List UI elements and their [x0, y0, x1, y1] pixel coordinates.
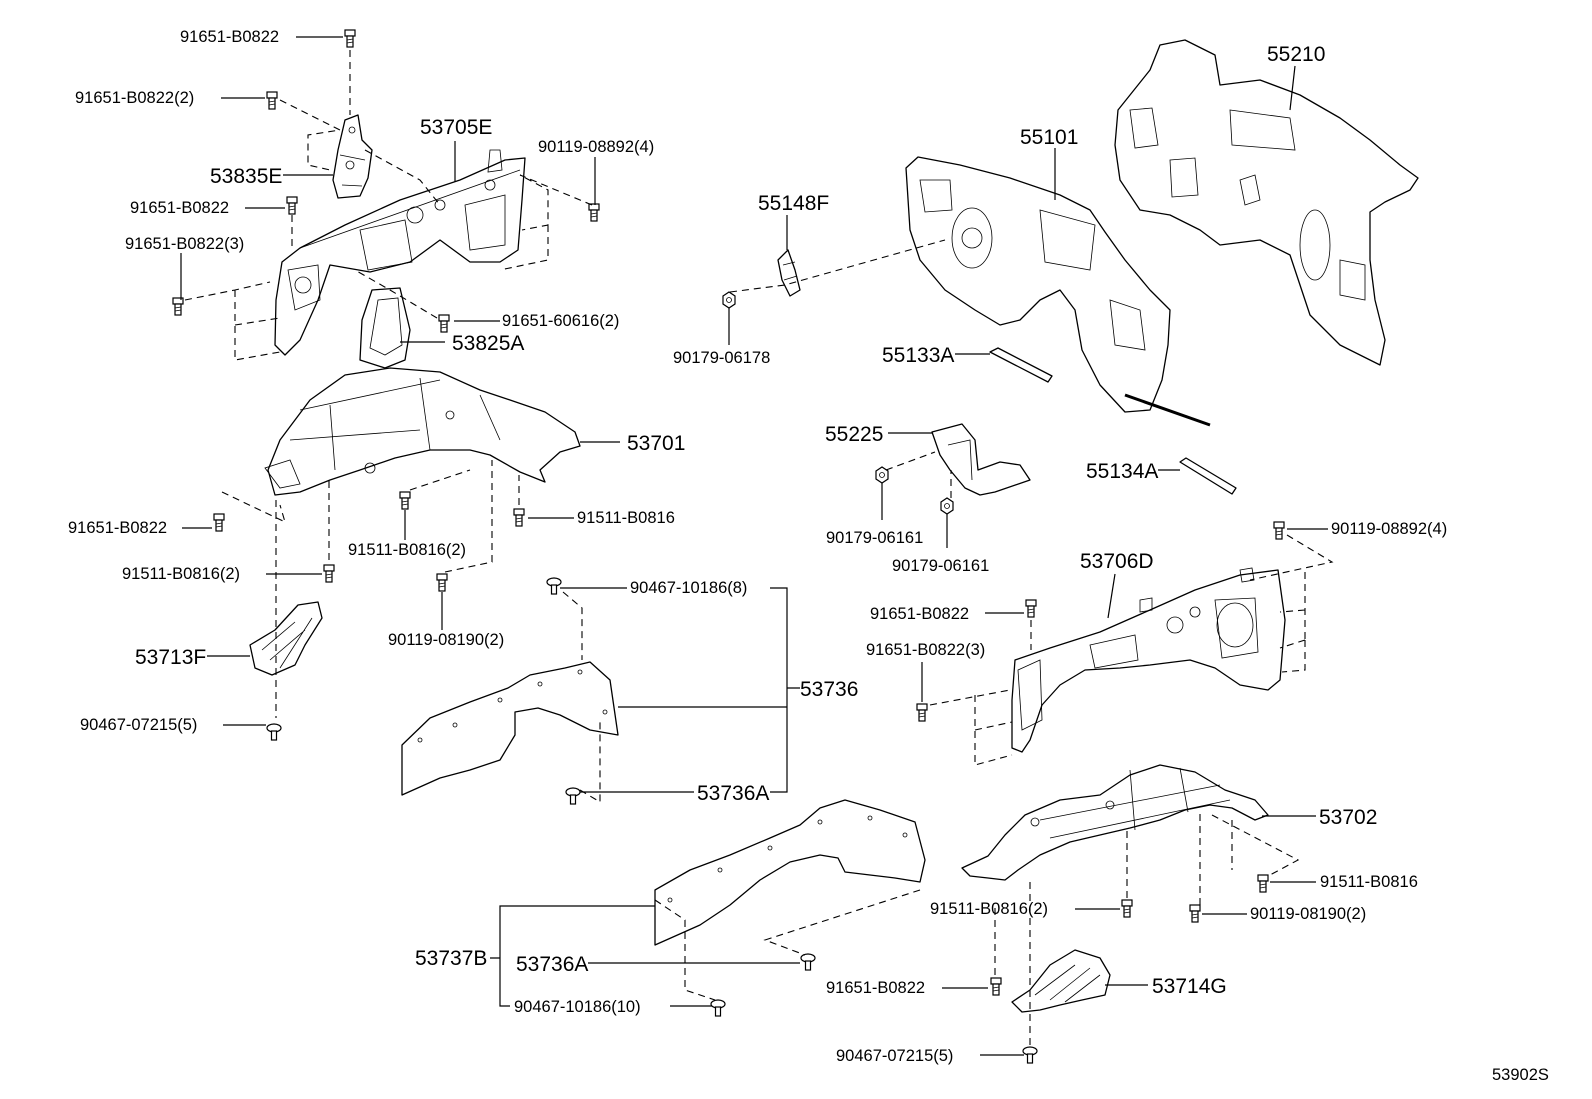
part-number-label: 90179-06178 [673, 349, 770, 367]
part-number-label: 90467-10186(8) [630, 579, 747, 597]
part-number-label: 53706D [1080, 550, 1154, 573]
part-number-label: 90119-08190(2) [388, 631, 504, 649]
part-number-label: 55133A [882, 344, 954, 367]
bolt-icon [1121, 899, 1133, 918]
part-number-label: 53701 [627, 432, 685, 455]
part-55133a-strip [989, 347, 1053, 383]
nut-icon [940, 497, 954, 515]
part-53706d-apron [1011, 567, 1286, 753]
part-number-label: 91511-B0816(2) [122, 565, 240, 583]
part-53736-seal-sheet [401, 661, 619, 796]
part-53701-liner [264, 367, 581, 496]
bolt-icon [588, 203, 600, 222]
bolt-icon [266, 91, 278, 110]
part-number-label: 55225 [825, 423, 883, 446]
part-53713f-shield [249, 601, 323, 676]
part-number-label: 91651-B0822 [130, 199, 229, 217]
part-number-label: 91651-B0822(3) [125, 235, 244, 253]
part-number-label: 91511-B0816(2) [930, 900, 1048, 918]
bolt-icon [990, 977, 1002, 996]
part-number-label: 91511-B0816 [577, 509, 675, 527]
nut-icon [722, 291, 736, 309]
part-55148f-clip [777, 249, 801, 297]
part-number-label: 90119-08190(2) [1250, 905, 1366, 923]
part-number-label: 90119-08892(4) [538, 138, 654, 156]
part-number-label: 91651-B0822 [180, 28, 279, 46]
part-number-label: 53835E [210, 165, 282, 188]
bolt-icon [1273, 521, 1285, 540]
part-number-label: 91651-B0822 [870, 605, 969, 623]
part-number-label: 91651-B0822(3) [866, 641, 985, 659]
part-number-label: 90119-08892(4) [1331, 520, 1447, 538]
part-number-label: 55210 [1267, 43, 1325, 66]
part-55101-insulator [905, 156, 1211, 427]
bolt-icon [172, 297, 184, 316]
part-number-label: 55148F [758, 192, 829, 215]
part-55225-bracket [931, 423, 1031, 496]
bolt-icon [323, 564, 335, 583]
part-number-label: 53736A [697, 782, 769, 805]
part-number-label: 91651-60616(2) [502, 312, 619, 330]
part-53737b-seal-sheet [654, 799, 926, 946]
part-number-label: 90467-10186(10) [514, 998, 641, 1016]
bolt-icon [399, 491, 411, 510]
part-53835e-bracket [332, 114, 373, 199]
clip-icon [266, 723, 282, 741]
bolt-icon [436, 573, 448, 592]
part-55134a-strip [1179, 457, 1237, 495]
bolt-icon [438, 314, 450, 333]
part-53825a-seal [359, 287, 411, 369]
part-number-label: 53736 [800, 678, 858, 701]
part-number-label: 90179-06161 [892, 557, 989, 575]
part-number-label: 91511-B0816 [1320, 873, 1418, 891]
part-number-label: 53702 [1319, 806, 1377, 829]
part-55210-silencer [1114, 39, 1419, 366]
part-number-label: 90467-07215(5) [836, 1047, 953, 1065]
part-number-label: 90179-06161 [826, 529, 923, 547]
clip-icon [1022, 1046, 1038, 1064]
bolt-icon [286, 196, 298, 215]
part-number-label: 53705E [420, 116, 492, 139]
bolt-icon [1257, 874, 1269, 893]
part-number-label: 53737B [415, 947, 487, 970]
part-number-label: 53714G [1152, 975, 1227, 998]
part-labels: 91651-B0822 91651-B0822(2) 53705E 90119-… [68, 28, 1549, 1084]
part-number-label: 90467-07215(5) [80, 716, 197, 734]
part-53705e-apron [274, 149, 526, 356]
part-number-label: 55101 [1020, 126, 1078, 149]
part-number-label: 53713F [135, 646, 206, 669]
bolt-icon [916, 703, 928, 722]
part-53714g-shield [1011, 949, 1111, 1013]
bolt-icon [1189, 904, 1201, 923]
bolt-icon [1025, 599, 1037, 618]
clip-icon [800, 953, 816, 971]
part-number-label: 55134A [1086, 460, 1158, 483]
assembly-lines [184, 50, 1334, 1045]
part-number-label: 91651-B0822 [826, 979, 925, 997]
clip-icon [710, 999, 726, 1017]
bolt-icon [513, 508, 525, 527]
part-number-label: 91511-B0816(2) [348, 541, 466, 559]
bolt-icon [344, 29, 356, 48]
clip-icon [546, 577, 562, 595]
bolt-icon [213, 513, 225, 532]
part-number-label: 91651-B0822(2) [75, 89, 194, 107]
part-number-label: 53736A [516, 953, 588, 976]
part-number-label: 53825A [452, 332, 524, 355]
leader-lines [180, 36, 1328, 1056]
diagram-code: 53902S [1492, 1066, 1549, 1084]
part-number-label: 91651-B0822 [68, 519, 167, 537]
part-53702-liner [961, 764, 1269, 881]
clip-icon [565, 787, 581, 805]
